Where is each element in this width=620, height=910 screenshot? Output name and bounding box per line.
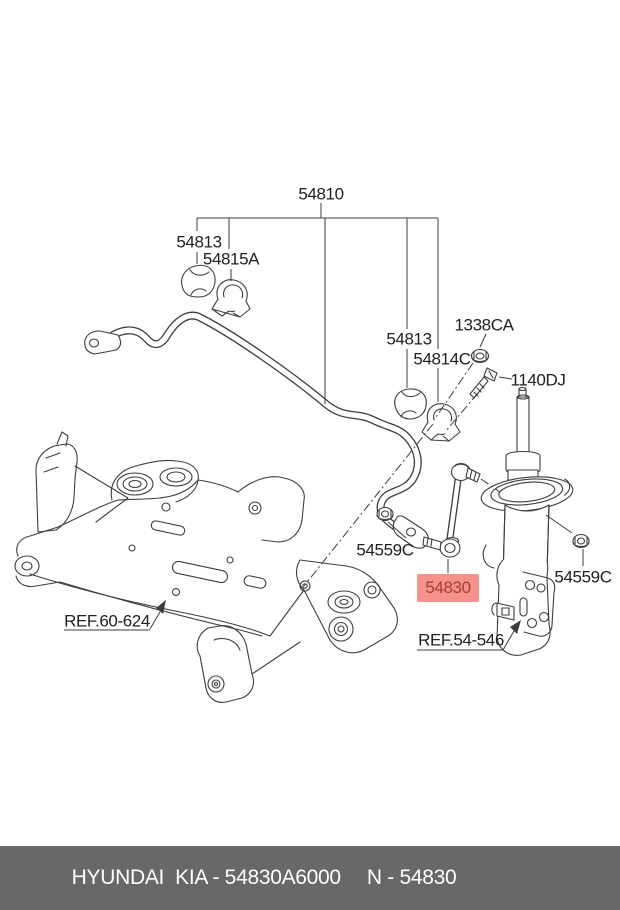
nut-right-54559c-drawing (572, 533, 590, 549)
part-label-54559C-left[interactable]: 54559C (356, 540, 414, 560)
footer-brand-part-text: HYUNDAI KIA - 54830A6000 (71, 866, 341, 889)
part-label-54559C-right[interactable]: 54559C (554, 567, 612, 587)
nut-left-54559c-drawing (376, 506, 394, 522)
selected-part-number: 54830 (425, 578, 471, 597)
clamp-left-drawing (211, 279, 251, 318)
part-label-54810[interactable]: 54810 (298, 184, 344, 204)
bushing-right-drawing (394, 388, 427, 420)
part-label-54814C[interactable]: 54814C (413, 349, 471, 369)
leader-lines (196, 203, 584, 573)
ref-label-60-624[interactable]: REF.60-624 (64, 611, 150, 631)
strut-drawing (480, 386, 574, 656)
bushing-left-drawing (181, 264, 216, 298)
part-label-54813-left[interactable]: 54813 (176, 232, 222, 252)
part-label-54815A[interactable]: 54815A (202, 249, 260, 269)
flange-nut-1338ca-drawing (470, 348, 490, 364)
ref-label-54-546[interactable]: REF.54-546 (418, 630, 504, 650)
part-label-1140DJ[interactable]: 1140DJ (510, 370, 566, 390)
clamp-right-drawing (421, 403, 461, 442)
assembly-axis-lines (303, 362, 501, 587)
stabilizer-link-drawing (422, 462, 481, 558)
stabilizer-bar-drawing (84, 311, 429, 549)
bolt-1140dj-drawing (469, 367, 498, 399)
footer-part-number-text: N - 54830 (366, 866, 457, 889)
selected-part-highlight-54830[interactable]: 54830 (417, 574, 479, 602)
part-label-1338CA[interactable]: 1338CA (454, 315, 514, 335)
footer-bar: HYUNDAI KIA - 54830A6000 N - 54830 (0, 846, 620, 910)
part-label-54813-right[interactable]: 54813 (386, 329, 432, 349)
crossmember-drawing (14, 431, 398, 703)
ref-arrows (64, 600, 521, 651)
